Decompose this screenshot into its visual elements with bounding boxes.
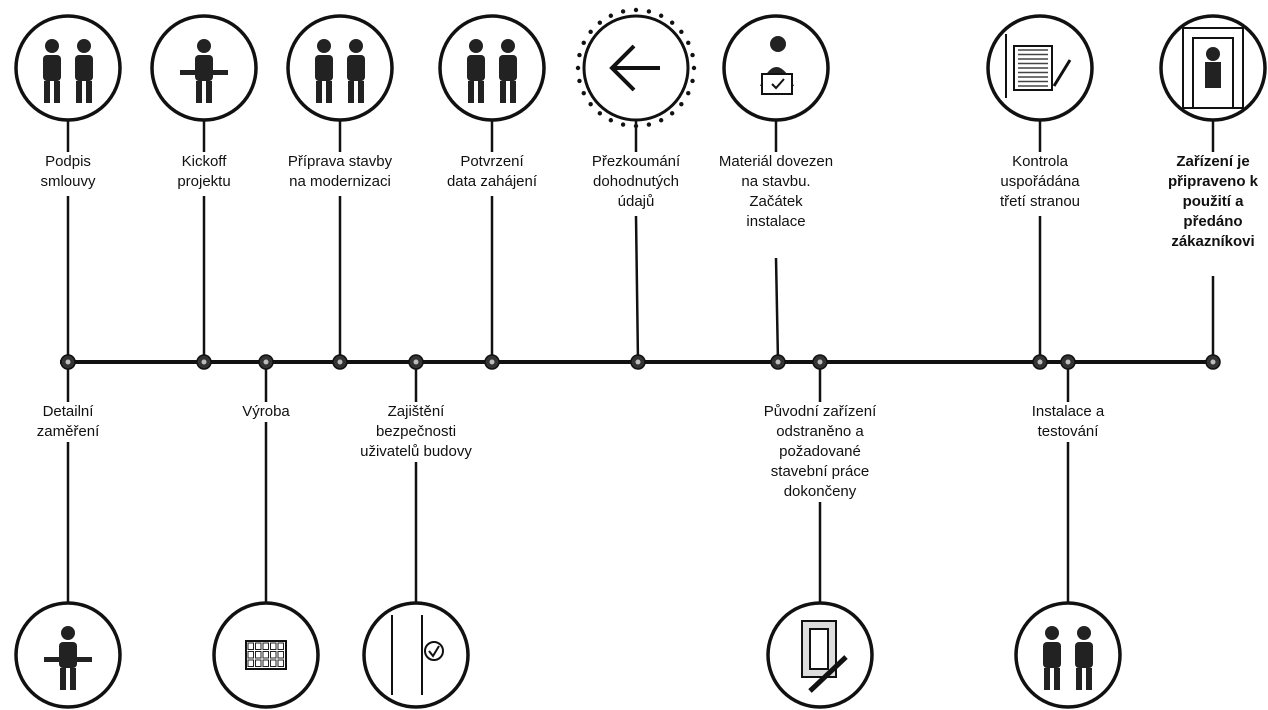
delivery-check-icon <box>722 14 830 122</box>
meeting-icon <box>150 14 258 122</box>
timeline-node-center <box>635 359 641 365</box>
old-elevator-icon <box>766 601 874 709</box>
timeline-node-center <box>489 359 495 365</box>
timeline-node-center <box>65 359 71 365</box>
step-label: Kickoff projektu <box>129 152 279 192</box>
step-label: Detailní zaměření <box>0 402 143 442</box>
step-label: Výroba <box>191 402 341 422</box>
safety-door-icon <box>362 601 470 709</box>
handshake-icon <box>14 14 122 122</box>
step-label: Původní zařízení odstraněno a požadované… <box>745 402 895 502</box>
step-label: Kontrola uspořádána třetí stranou <box>965 152 1115 212</box>
step-label: Příprava stavby na modernizaci <box>265 152 415 192</box>
step-label: Materiál dovezen na stavbu. Začátek inst… <box>701 152 851 232</box>
installers-icon <box>1014 601 1122 709</box>
production-icon <box>212 601 320 709</box>
step-label: Podpis smlouvy <box>0 152 143 192</box>
connector-top <box>634 215 640 363</box>
timeline-node-center <box>817 359 823 365</box>
step-label: Zařízení je připraveno k použití a předá… <box>1138 152 1268 252</box>
timeline-node-center <box>1065 359 1071 365</box>
arrow-left-icon <box>575 7 697 129</box>
timeline-node-center <box>1210 359 1216 365</box>
measuring-icon <box>14 601 122 709</box>
step-label: Přezkoumání dohodnutých údajů <box>561 152 711 212</box>
workers-icon <box>286 14 394 122</box>
step-label: Potvrzení data zahájení <box>417 152 567 192</box>
inspection-icon <box>986 14 1094 122</box>
discussion-icon <box>438 14 546 122</box>
timeline-node-center <box>337 359 343 365</box>
step-label: Zajištění bezpečnosti uživatelů budovy <box>341 402 491 462</box>
timeline-node-center <box>775 359 781 365</box>
timeline-node-center <box>413 359 419 365</box>
step-label: Instalace a testování <box>993 402 1143 442</box>
timeline-node-center <box>263 359 269 365</box>
timeline-node-center <box>1037 359 1043 365</box>
elevator-handover-icon <box>1159 14 1267 122</box>
connector-top <box>774 257 780 363</box>
timeline-node-center <box>201 359 207 365</box>
